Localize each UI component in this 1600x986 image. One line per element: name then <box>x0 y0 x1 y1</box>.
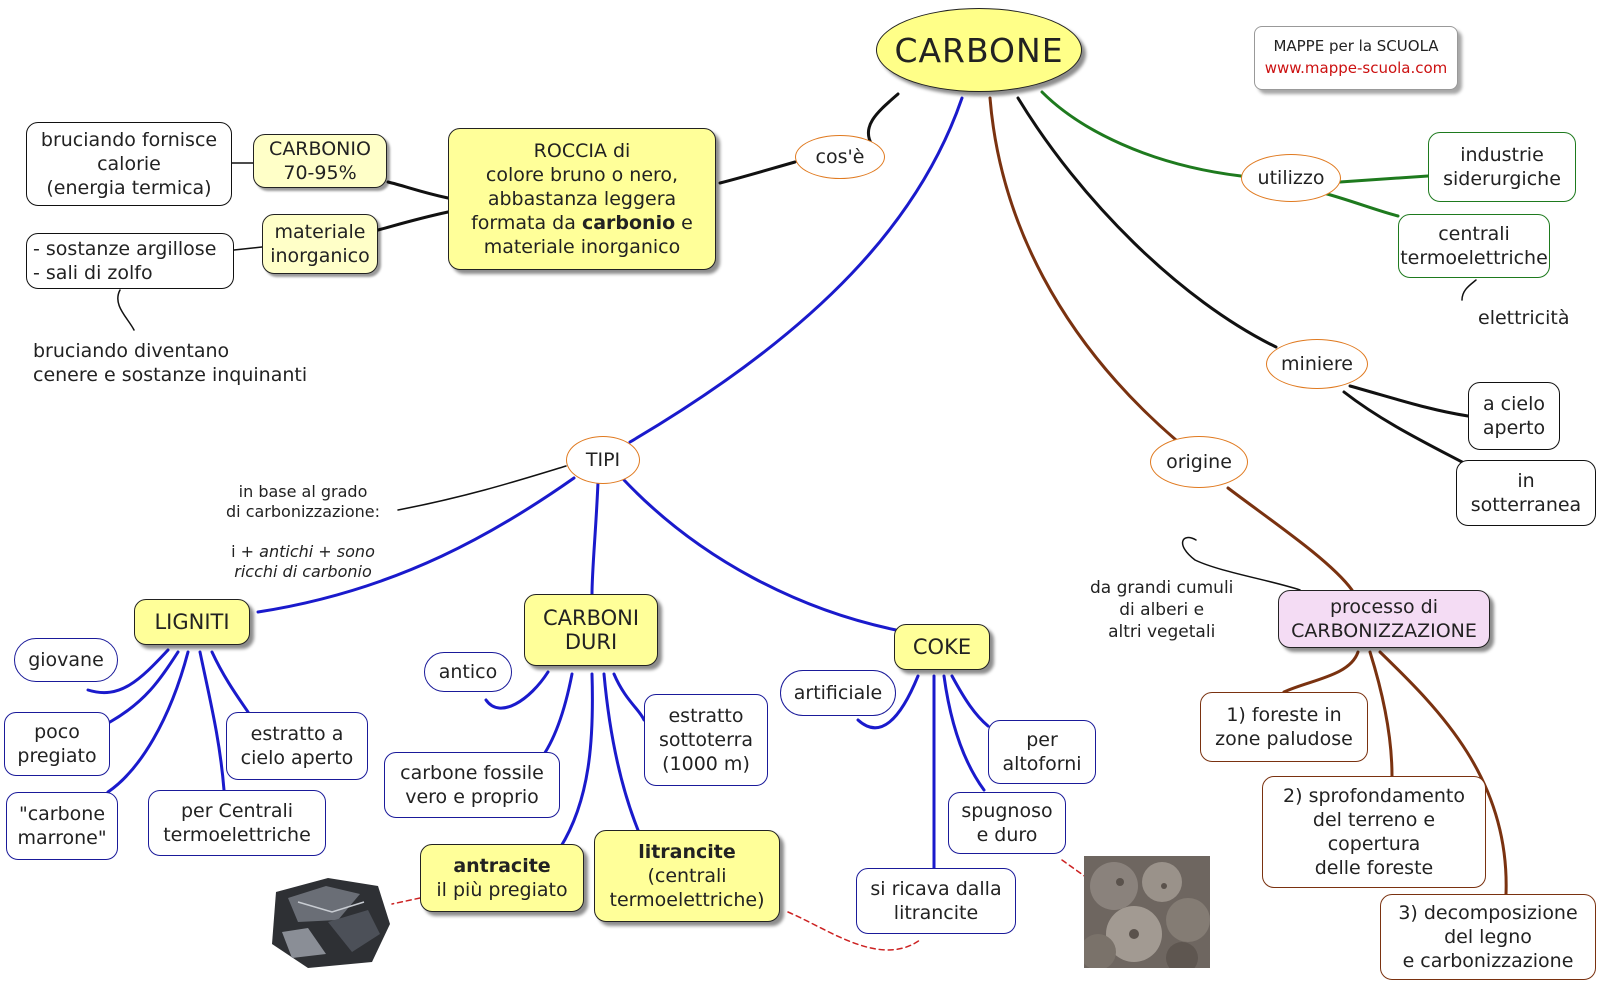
processo-box: processo di CARBONIZZAZIONE <box>1278 590 1490 648</box>
miniere-sotterranea: in sotterranea <box>1456 460 1596 526</box>
line-ligniti-centrali <box>198 650 226 792</box>
title-carbone: CARBONE <box>876 8 1082 92</box>
utilizzo-industrie: industrie siderurgiche <box>1428 132 1576 202</box>
duri-fossile: carbone fossile vero e proprio <box>384 752 560 818</box>
line-origine-processo <box>1226 486 1354 592</box>
line-miniere-sotterranea <box>1342 390 1464 464</box>
line-coke-altoforni <box>950 674 990 728</box>
brand-name: MAPPE per la SCUOLA <box>1273 37 1439 55</box>
line-title-miniere <box>1016 96 1278 349</box>
ligniti-centrali: per Centrali termoelettriche <box>148 790 326 856</box>
ash-note: bruciando diventano cenere e sostanze in… <box>33 340 308 386</box>
line-duri-sottoterra <box>612 672 646 722</box>
line-ligniti-marrone <box>106 650 190 794</box>
line-ligniti-poco <box>108 650 180 724</box>
line-utilizzo-industrie <box>1338 174 1430 184</box>
carbonio-note: bruciando fornisce calorie (energia term… <box>26 122 232 206</box>
line-coke-spugnoso <box>942 674 986 792</box>
litrancite-name: litrancite <box>638 841 736 863</box>
step-2: 2) sprofondamento del terreno e copertur… <box>1262 776 1486 888</box>
duri-litrancite: litrancite(centrali termoelettriche) <box>594 830 780 922</box>
elettricita-label: elettricità <box>1478 307 1570 329</box>
line-tipi-note <box>397 465 567 511</box>
antracite-desc: il più pregiato <box>436 879 568 901</box>
definition-part1: ROCCIA di colore bruno o nero, abbastanz… <box>471 140 679 234</box>
definition-part2: e materiale inorganico <box>483 212 693 258</box>
line-list-ash <box>117 289 135 331</box>
ligniti-estratto: estratto a cielo aperto <box>226 712 368 780</box>
carbonio-box: CARBONIO 70-95% <box>253 134 387 188</box>
tipi-note-antichi: antichi <box>259 542 314 561</box>
dash-antracite-photo <box>391 897 421 905</box>
link-cose: cos'è <box>795 135 885 179</box>
line-def-carbonio <box>386 180 450 200</box>
tipi-note: in base al grado di carbonizzazione: i +… <box>226 462 380 582</box>
line-title-cose <box>866 92 900 147</box>
line-def-materiale <box>376 210 450 232</box>
step-1: 1) foreste in zone paludose <box>1200 692 1368 762</box>
line-processo-step2 <box>1368 650 1394 778</box>
materiale-box: materiale inorganico <box>262 214 378 274</box>
line-coke-artificiale <box>856 674 920 730</box>
line-title-tipi <box>628 96 964 444</box>
line-utilizzo-centrali <box>1318 190 1400 218</box>
line-ligniti-giovane <box>86 648 170 695</box>
line-processo-step1 <box>1282 650 1360 694</box>
ligniti-giovane: giovane <box>14 638 118 682</box>
tipi-note-sono: sono ricchi di carbonio <box>234 542 375 581</box>
tipi-note-line1: in base al grado di carbonizzazione: <box>226 482 381 521</box>
materiale-list: - sostanze argillose - sali di zolfo <box>26 233 234 289</box>
coke-artificiale: artificiale <box>780 670 896 716</box>
definition-box: ROCCIA di colore bruno o nero, abbastanz… <box>448 128 716 270</box>
duri-box: CARBONI DURI <box>524 594 658 666</box>
antracite-name: antracite <box>453 855 551 877</box>
line-miniere-cielo <box>1348 384 1470 418</box>
line-materiale-list <box>233 246 263 251</box>
link-tipi: TIPI <box>566 436 640 484</box>
definition-text: ROCCIA di colore bruno o nero, abbastanz… <box>471 139 693 259</box>
ligniti-marrone: "carbone marrone" <box>6 792 118 860</box>
coke-ricava: si ricava dalla litrancite <box>856 868 1016 934</box>
ligniti-box: LIGNITI <box>134 599 250 645</box>
duri-sottoterra: estratto sottoterra (1000 m) <box>644 694 768 786</box>
definition-bold: carbonio <box>581 212 676 234</box>
line-tipi-ligniti <box>256 476 576 614</box>
line-cose-definition <box>718 160 797 185</box>
miniere-cielo: a cielo aperto <box>1468 382 1560 450</box>
brand-box: MAPPE per la SCUOLA www.mappe-scuola.com <box>1254 26 1458 90</box>
link-utilizzo: utilizzo <box>1241 154 1341 202</box>
tipi-note-i: i + <box>231 542 260 561</box>
line-duri-antico <box>484 670 550 710</box>
coke-photo <box>1084 856 1210 968</box>
line-centrali-elettricita <box>1461 279 1477 301</box>
tipi-note-plus: + <box>313 542 337 561</box>
coke-altoforni: per altoforni <box>988 720 1096 784</box>
line-processo-note <box>1182 536 1301 591</box>
line-processo-step3 <box>1378 650 1508 896</box>
line-tipi-duri <box>590 480 600 596</box>
utilizzo-centrali: centrali termoelettriche <box>1398 214 1550 278</box>
line-ligniti-estratto <box>210 650 250 714</box>
duri-antico: antico <box>424 652 512 692</box>
dash-litrancite-ricava <box>787 911 921 951</box>
coke-spugnoso: spugnoso e duro <box>948 792 1066 854</box>
anthracite-photo <box>272 878 390 968</box>
line-tipi-coke <box>622 478 898 632</box>
origine-note: da grandi cumuli di alberi e altri veget… <box>1090 578 1234 642</box>
line-duri-antracite <box>558 672 594 850</box>
line-title-origine <box>988 96 1178 442</box>
coke-box: COKE <box>894 624 990 670</box>
line-duri-litrancite <box>602 672 640 832</box>
line-title-utilizzo <box>1040 90 1243 178</box>
brand-url[interactable]: www.mappe-scuola.com <box>1264 59 1448 77</box>
link-origine: origine <box>1150 436 1248 488</box>
litrancite-desc: (centrali termoelettriche) <box>609 865 765 911</box>
ligniti-poco: poco pregiato <box>4 712 110 776</box>
line-duri-fossile <box>538 672 574 762</box>
link-miniere: miniere <box>1266 339 1368 389</box>
step-3: 3) decomposizione del legno e carbonizza… <box>1380 894 1596 980</box>
